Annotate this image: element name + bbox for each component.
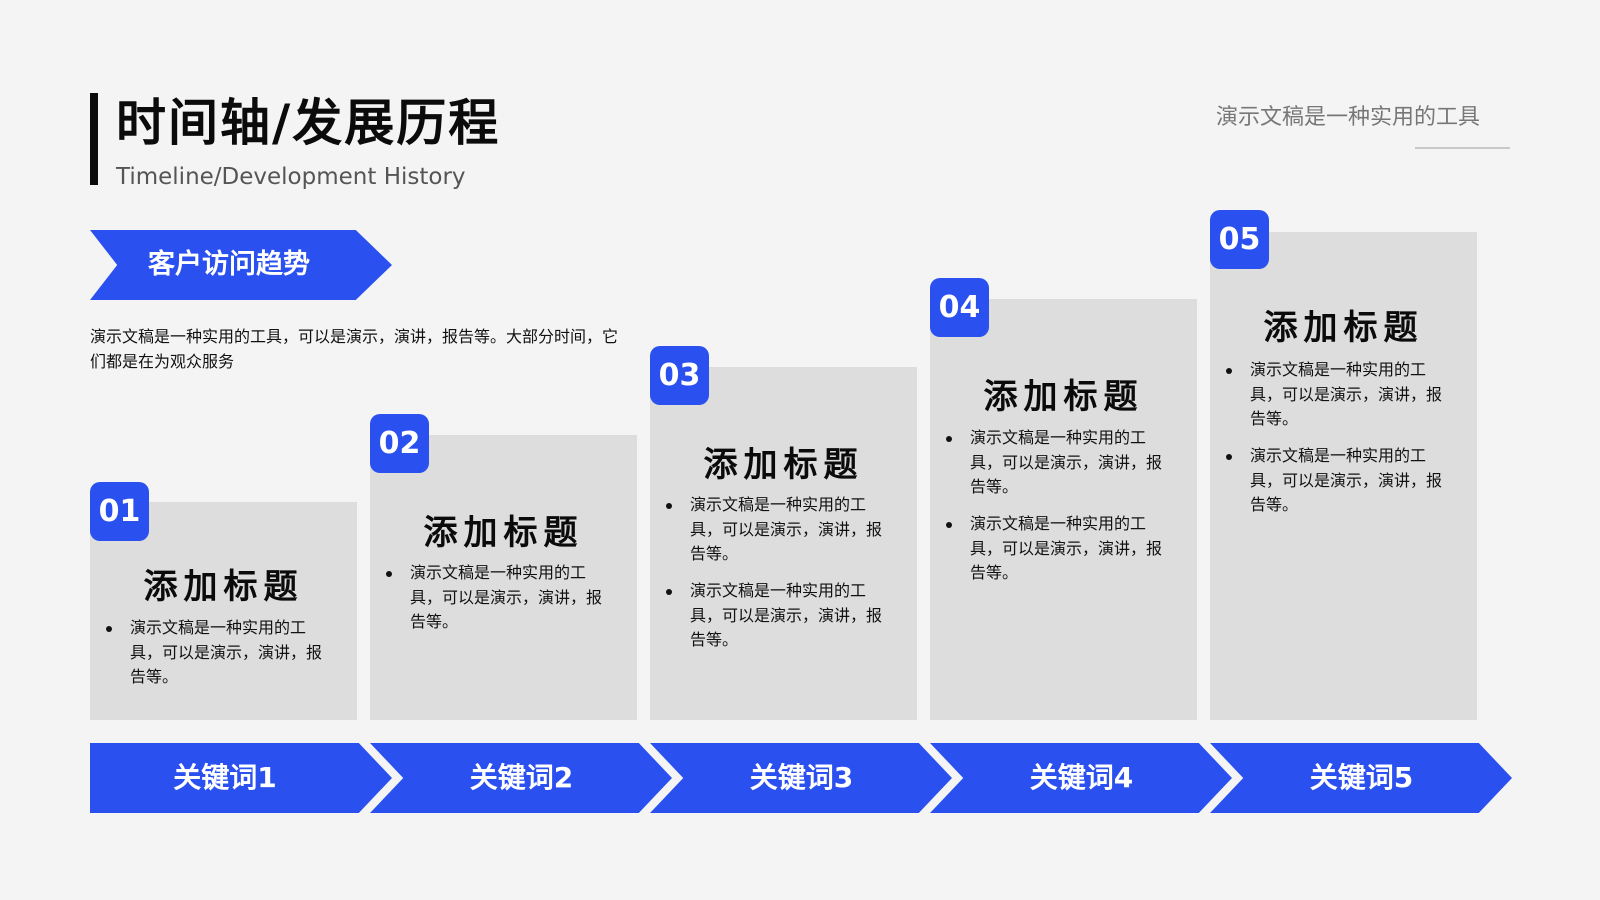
keyword-arrow-3: 关键词3 — [650, 743, 952, 813]
trend-banner — [90, 230, 392, 300]
keyword-label: 关键词5 — [1309, 761, 1414, 794]
step-card-title: 添加标题 — [1263, 308, 1424, 348]
page-title: 时间轴/发展历程 — [116, 94, 501, 152]
bullet-dot-icon — [946, 522, 952, 528]
keyword-label: 关键词2 — [469, 761, 574, 794]
title-accent-bar — [90, 93, 98, 185]
intro-text: 演示文稿是一种实用的工具，可以是演示，演讲，报告等。大部分时间，它们都是在为观众… — [90, 327, 619, 371]
step-card-title: 添加标题 — [703, 445, 864, 485]
step-bullet: 演示文稿是一种实用的工具，可以是演示，演讲，报告等。 — [106, 616, 335, 690]
step-card-title: 添加标题 — [423, 513, 584, 553]
step-bullet: 演示文稿是一种实用的工具，可以是演示，演讲，报告等。 — [666, 493, 895, 567]
step-bullet: 演示文稿是一种实用的工具，可以是演示，演讲，报告等。 — [386, 561, 615, 635]
step-bullet-text: 演示文稿是一种实用的工具，可以是演示，演讲，报告等。 — [410, 563, 603, 631]
step-bullet-text: 演示文稿是一种实用的工具，可以是演示，演讲，报告等。 — [690, 581, 883, 649]
bullet-dot-icon — [666, 503, 672, 509]
trend-banner-label: 客户访问趋势 — [148, 249, 310, 280]
step-card-title: 添加标题 — [143, 567, 304, 607]
step-bullet-text: 演示文稿是一种实用的工具，可以是演示，演讲，报告等。 — [690, 495, 883, 563]
step-number-badge-3: 03 — [650, 346, 709, 405]
step-bullet: 演示文稿是一种实用的工具，可以是演示，演讲，报告等。 — [946, 512, 1175, 586]
keyword-arrow-4: 关键词4 — [930, 743, 1232, 813]
step-number-badge-2: 02 — [370, 414, 429, 473]
bullet-dot-icon — [946, 436, 952, 442]
step-number-badge-1: 01 — [90, 482, 149, 541]
step-card-5: 添加标题 演示文稿是一种实用的工具，可以是演示，演讲，报告等。 演示文稿是一种实… — [1210, 232, 1477, 720]
keyword-label: 关键词1 — [173, 761, 277, 794]
keyword-label: 关键词3 — [749, 761, 854, 794]
bullet-dot-icon — [1226, 368, 1232, 374]
step-number-badge-4: 04 — [930, 278, 989, 337]
step-bullet-text: 演示文稿是一种实用的工具，可以是演示，演讲，报告等。 — [970, 514, 1163, 582]
bullet-dot-icon — [1226, 454, 1232, 460]
step-bullet-text: 演示文稿是一种实用的工具，可以是演示，演讲，报告等。 — [970, 428, 1163, 496]
keyword-arrow-2: 关键词2 — [370, 743, 672, 813]
step-bullet: 演示文稿是一种实用的工具，可以是演示，演讲，报告等。 — [666, 579, 895, 653]
keyword-label: 关键词4 — [1029, 761, 1134, 794]
step-bullet-text: 演示文稿是一种实用的工具，可以是演示，演讲，报告等。 — [130, 618, 323, 686]
keyword-arrow-1: 关键词1 — [90, 743, 392, 813]
tagline: 演示文稿是一种实用的工具 — [1215, 105, 1480, 130]
step-bullet: 演示文稿是一种实用的工具，可以是演示，演讲，报告等。 — [1226, 358, 1455, 432]
step-number-badge-5: 05 — [1210, 210, 1269, 269]
step-bullet-text: 演示文稿是一种实用的工具，可以是演示，演讲，报告等。 — [1250, 360, 1443, 428]
bullet-dot-icon — [666, 589, 672, 595]
tagline-underline — [1415, 147, 1510, 149]
bullet-dot-icon — [106, 626, 112, 632]
step-bullet: 演示文稿是一种实用的工具，可以是演示，演讲，报告等。 — [1226, 444, 1455, 518]
keyword-arrow-5: 关键词5 — [1210, 743, 1512, 813]
step-card-title: 添加标题 — [983, 377, 1144, 417]
step-card-2: 添加标题 演示文稿是一种实用的工具，可以是演示，演讲，报告等。 — [370, 435, 637, 720]
step-bullet: 演示文稿是一种实用的工具，可以是演示，演讲，报告等。 — [946, 426, 1175, 500]
bullet-dot-icon — [386, 571, 392, 577]
step-bullet-text: 演示文稿是一种实用的工具，可以是演示，演讲，报告等。 — [1250, 446, 1443, 514]
page-subtitle: Timeline/Development History — [116, 164, 466, 190]
step-card-4: 添加标题 演示文稿是一种实用的工具，可以是演示，演讲，报告等。 演示文稿是一种实… — [930, 299, 1197, 720]
step-card-3: 添加标题 演示文稿是一种实用的工具，可以是演示，演讲，报告等。 演示文稿是一种实… — [650, 367, 917, 720]
